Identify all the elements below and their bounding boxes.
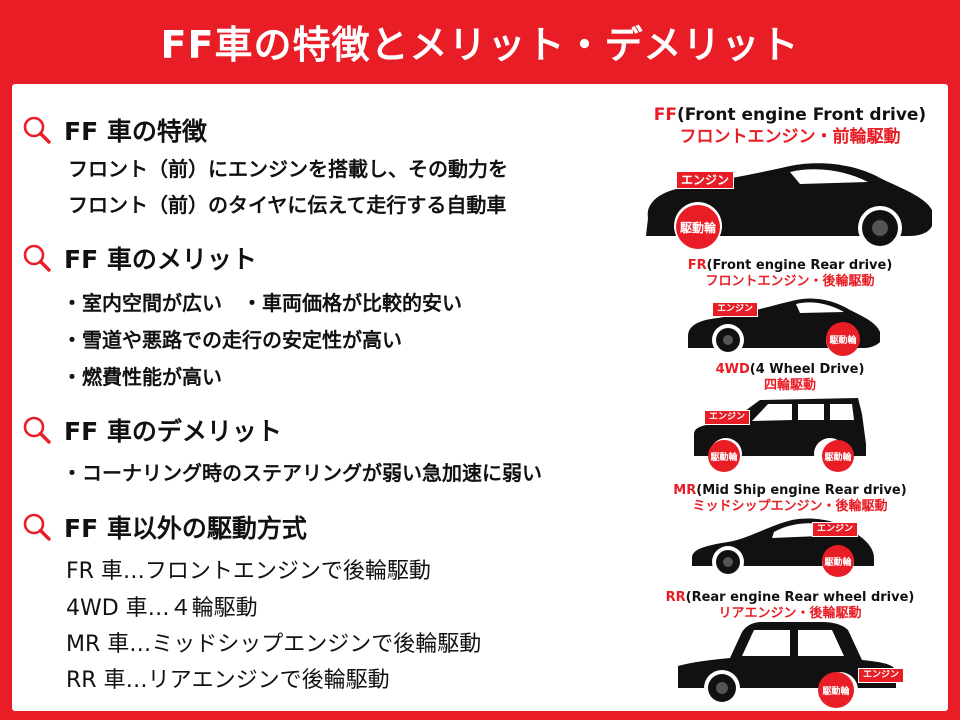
car-japanese-name: 四輪駆動 bbox=[763, 378, 816, 393]
merit-line-2: ・雪道や悪路での走行の安定性が高い bbox=[62, 328, 402, 352]
car-title-mr: MR(Mid Ship engine Rear drive) ミッドシップエンジ… bbox=[650, 483, 930, 515]
merit-line-1: ・室内空間が広い ・車両価格が比較的安い bbox=[62, 291, 462, 315]
drive-line-fr: FR 車…フロントエンジンで後輪駆動 bbox=[66, 559, 431, 584]
page-title: FF車の特徴とメリット・デメリット bbox=[160, 22, 800, 67]
demerit-line-1: ・コーナリング時のステアリングが弱い急加速に弱い bbox=[62, 461, 542, 485]
car-title-fr: FR(Front engine Rear drive) フロントエンジン・後輪駆… bbox=[650, 258, 930, 290]
drive-line-4wd: 4WD 車…４輪駆動 bbox=[66, 596, 258, 621]
car-abbr: MR bbox=[673, 483, 697, 498]
engine-tag: エンジン bbox=[858, 668, 905, 683]
engine-tag: エンジン bbox=[712, 302, 759, 317]
section-title-text: FF 車のデメリット bbox=[64, 417, 282, 446]
section-title-other-drives: FF 車以外の駆動方式 bbox=[22, 509, 307, 545]
drive-wheel-label-rear: 駆動輪 bbox=[822, 440, 854, 472]
car-title-4wd: 4WD(4 Wheel Drive) 四輪駆動 bbox=[650, 362, 930, 394]
section-title-features: FF 車の特徴 bbox=[22, 112, 207, 148]
car-japanese-name: ミッドシップエンジン・後輪駆動 bbox=[692, 499, 888, 514]
section-title-text: FF 車の特徴 bbox=[64, 117, 207, 146]
car-title-rr: RR(Rear engine Rear wheel drive) リアエンジン・… bbox=[650, 590, 930, 622]
feature-line-2: フロント（前）のタイヤに伝えて走行する自動車 bbox=[68, 193, 507, 217]
feature-line-1: フロント（前）にエンジンを搭載し、その動力を bbox=[68, 157, 508, 181]
drive-wheel-label: 駆動輪 bbox=[826, 322, 860, 356]
car-english-name: (Rear engine Rear wheel drive) bbox=[685, 590, 915, 605]
section-title-text: FF 車のメリット bbox=[64, 245, 257, 274]
car-japanese-name: フロントエンジン・前輪駆動 bbox=[679, 127, 901, 147]
engine-tag: エンジン bbox=[676, 171, 735, 189]
car-abbr: FR bbox=[687, 258, 707, 273]
section-title-merits: FF 車のメリット bbox=[22, 240, 257, 276]
drive-wheel-label: 駆動輪 bbox=[818, 672, 854, 708]
section-title-demerits: FF 車のデメリット bbox=[22, 412, 282, 448]
car-japanese-name: フロントエンジン・後輪駆動 bbox=[705, 274, 875, 289]
magnifier-icon bbox=[23, 116, 51, 144]
magnifier-icon bbox=[23, 416, 51, 444]
car-english-name: (Front engine Rear drive) bbox=[706, 258, 893, 273]
drive-line-mr: MR 車…ミッドシップエンジンで後輪駆動 bbox=[66, 632, 482, 657]
drive-wheel-label: 駆動輪 bbox=[708, 440, 740, 472]
sedan-silhouette bbox=[678, 622, 896, 708]
engine-tag: エンジン bbox=[704, 410, 751, 425]
drive-wheel-label: 駆動輪 bbox=[822, 545, 854, 577]
car-english-name: (4 Wheel Drive) bbox=[749, 362, 865, 377]
section-title-text: FF 車以外の駆動方式 bbox=[64, 514, 307, 543]
magnifier-icon bbox=[23, 513, 51, 541]
car-title-ff: FF(Front engine Front drive) フロントエンジン・前輪… bbox=[650, 104, 930, 148]
magnifier-icon bbox=[23, 244, 51, 272]
car-english-name: (Mid Ship engine Rear drive) bbox=[696, 483, 907, 498]
car-abbr: 4WD bbox=[715, 362, 750, 377]
drive-wheel-label: 駆動輪 bbox=[676, 205, 720, 249]
car-japanese-name: リアエンジン・後輪駆動 bbox=[718, 606, 862, 621]
drive-line-rr: RR 車…リアエンジンで後輪駆動 bbox=[66, 668, 390, 693]
car-abbr: RR bbox=[665, 590, 686, 605]
merit-line-3: ・燃費性能が高い bbox=[62, 365, 222, 389]
engine-tag: エンジン bbox=[812, 522, 859, 537]
car-abbr: FF bbox=[653, 105, 678, 125]
car-english-name: (Front engine Front drive) bbox=[677, 105, 927, 125]
